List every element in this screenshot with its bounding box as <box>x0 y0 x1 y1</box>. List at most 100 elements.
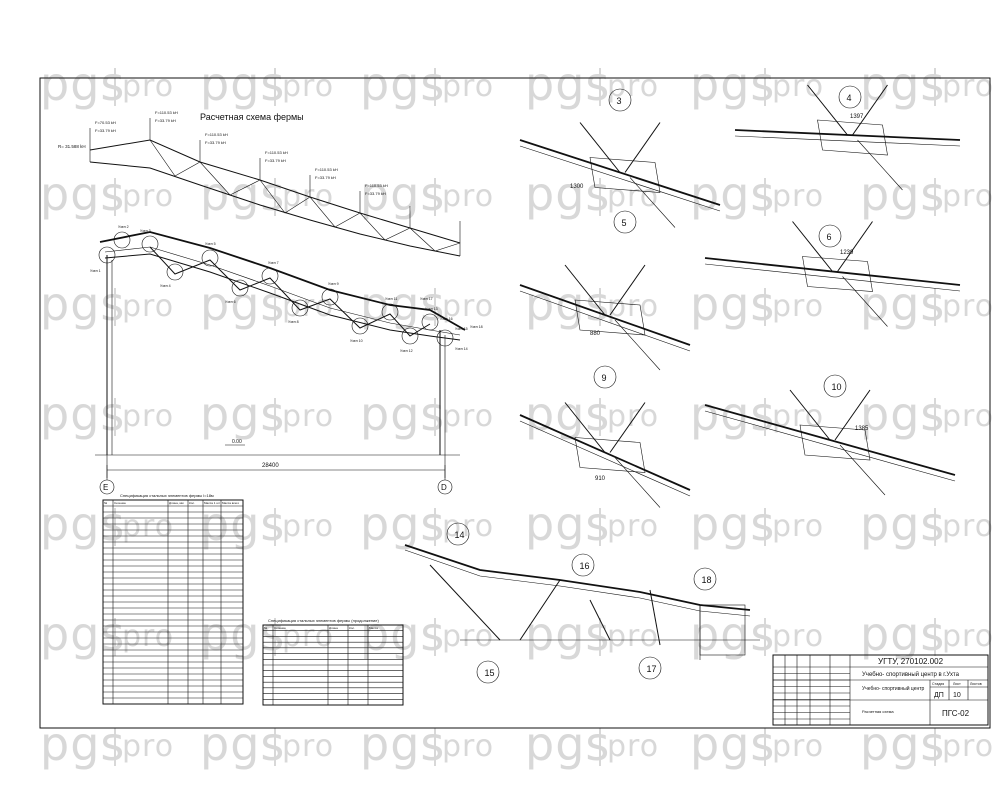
sheet-label: Лист <box>953 682 961 686</box>
watermark-suffix: pro <box>122 729 174 764</box>
span-dimension: 28400 <box>262 463 279 469</box>
watermark-suffix: pro <box>282 399 334 434</box>
watermark-suffix: pro <box>942 179 994 214</box>
watermark-brand: pgs <box>360 57 445 111</box>
watermark-suffix: pro <box>772 69 824 104</box>
load-label: F=110.53 kH <box>205 132 228 137</box>
watermark-brand: pgs <box>525 277 610 331</box>
watermark-brand: pgs <box>690 277 775 331</box>
watermark-suffix: pro <box>607 179 659 214</box>
load-label: F=110.53 kH <box>155 110 178 115</box>
watermark-brand: pgs <box>360 607 445 661</box>
watermark-brand: pgs <box>360 277 445 331</box>
node-label: Узел 1 <box>90 269 101 273</box>
column-header: № <box>104 501 108 505</box>
node-label: Узел 18 <box>470 325 483 329</box>
detail-number: 4 <box>847 93 852 103</box>
bottom-details <box>404 544 760 660</box>
title-block-project: Учебно- спортивный центр в г.Ухта <box>862 671 960 678</box>
watermark-suffix: pro <box>607 69 659 104</box>
watermark-brand: pgs <box>40 607 125 661</box>
column-header: Сечение <box>274 626 286 630</box>
watermark-brand: pgs <box>360 717 445 771</box>
level-mark: 0.00 <box>232 439 242 445</box>
detail-length: 910 <box>595 476 606 482</box>
watermark-brand: pgs <box>200 607 285 661</box>
watermark-suffix: pro <box>942 399 994 434</box>
load-label: F=33.79 kH <box>365 191 386 196</box>
watermark-brand: pgs <box>40 717 125 771</box>
watermark-brand: pgs <box>525 607 610 661</box>
column-header: Длина, мм <box>169 501 184 505</box>
watermark-brand: pgs <box>860 167 945 221</box>
watermark-brand: pgs <box>690 167 775 221</box>
detail-15: 15 <box>476 660 500 684</box>
watermark-brand: pgs <box>40 167 125 221</box>
detail-number: 9 <box>602 373 607 383</box>
node-label: Узел 10 <box>350 339 363 343</box>
column-header: № <box>264 626 268 630</box>
watermark-suffix: pro <box>772 289 824 324</box>
sheet-frame <box>39 77 991 729</box>
node-label: Узел 8 <box>288 320 299 324</box>
watermark-suffix: pro <box>122 69 174 104</box>
detail-number: 5 <box>622 218 627 228</box>
watermark-brand: pgs <box>690 717 775 771</box>
detail-10: 10 1385 <box>704 374 956 496</box>
watermark-suffix: pro <box>607 399 659 434</box>
detail-number: 10 <box>832 382 842 392</box>
title-block-object: Учебно- спортивный центр <box>862 685 925 692</box>
node-label: Узел 14 <box>455 347 468 351</box>
node-label: Узел 9 <box>328 282 339 286</box>
watermark-brand: pgs <box>360 167 445 221</box>
title-block-code: УГТУ, 270102.002 <box>878 657 944 666</box>
detail-length: 1239 <box>840 250 854 256</box>
detail-number: 6 <box>827 232 832 242</box>
column-header: Масса всего <box>222 501 239 505</box>
load-label: F=33.79 kH <box>315 175 336 180</box>
watermark-suffix: pro <box>942 509 994 544</box>
detail-number: 14 <box>455 530 465 540</box>
column-header: Масса <box>369 626 378 630</box>
watermark-suffix: pro <box>772 399 824 434</box>
detail-number: 16 <box>580 561 590 571</box>
node-label: Узел 13 <box>425 307 438 311</box>
node-label: Узел 7 <box>268 261 279 265</box>
node-label: Узел 6 <box>225 300 236 304</box>
node-label: Узел 17 <box>420 297 433 301</box>
load-label: F=110.53 kH <box>365 183 388 188</box>
table2-title: Спецификация стальных элементов фермы (п… <box>268 618 379 623</box>
doc-code: ПГС-02 <box>942 709 970 718</box>
watermark-brand: pgs <box>860 497 945 551</box>
load-label: F=110.53 kH <box>265 150 288 155</box>
axis-d: D <box>441 483 447 492</box>
detail-14: 14 <box>446 522 470 546</box>
detail-length: 1385 <box>855 426 869 432</box>
watermark-brand: pgs <box>40 57 125 111</box>
column-header: Длина <box>329 626 338 630</box>
watermark-suffix: pro <box>772 619 824 654</box>
detail-number: 18 <box>702 575 712 585</box>
sheets-label: Листов <box>970 682 982 686</box>
